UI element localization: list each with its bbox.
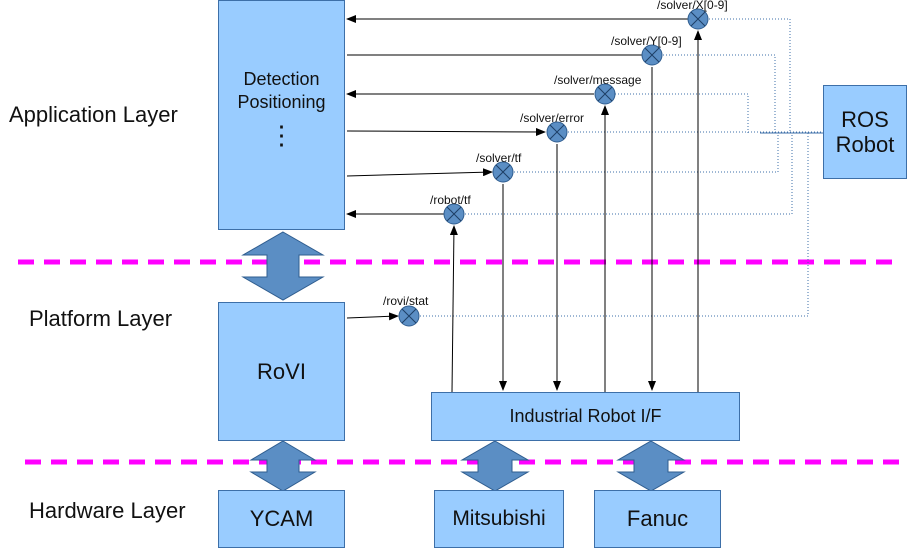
mitsubishi-box: Mitsubishi bbox=[434, 490, 564, 548]
mitsubishi-label: Mitsubishi bbox=[452, 507, 546, 530]
node-solver-x bbox=[687, 8, 709, 30]
rovi-box: RoVI bbox=[218, 302, 345, 441]
fanuc-label: Fanuc bbox=[626, 506, 689, 531]
topic-solver-message-label: /solver/message bbox=[554, 73, 642, 87]
node-solver-tf bbox=[492, 161, 514, 183]
node-solver-message bbox=[594, 83, 616, 105]
arrow-rovi-ycam bbox=[249, 440, 317, 492]
robot-label: Robot bbox=[835, 132, 895, 157]
hardware-layer-label: Hardware Layer bbox=[29, 498, 186, 523]
ros-label: ROS bbox=[841, 107, 889, 132]
positioning-label: Positioning bbox=[237, 92, 326, 112]
topic-robot-tf-label: /robot/tf bbox=[430, 193, 471, 207]
arrow-if-fanuc bbox=[616, 440, 686, 492]
block-arrows bbox=[241, 231, 686, 492]
topic-nodes bbox=[398, 8, 709, 327]
topic-solver-x-label: /solver/X[0-9] bbox=[657, 0, 728, 12]
ycam-box: YCAM bbox=[218, 490, 345, 548]
topic-solver-error-label: /solver/error bbox=[520, 111, 585, 125]
detection-label: Detection bbox=[243, 69, 320, 89]
ros-robot-box: ROS Robot bbox=[823, 85, 907, 179]
topic-solver-y-label: /solver/Y[0-9] bbox=[611, 34, 682, 48]
node-solver-y bbox=[641, 44, 663, 66]
node-rovi-stat bbox=[398, 305, 420, 327]
node-solver-error bbox=[546, 121, 568, 143]
arrow-if-mitsubishi bbox=[460, 440, 530, 492]
node-robot-tf bbox=[443, 203, 465, 225]
industrial-robot-if-box: Industrial Robot I/F bbox=[431, 392, 740, 441]
ellipsis-dots: ⋮ bbox=[268, 120, 295, 150]
rovi-label: RoVI bbox=[257, 358, 306, 384]
arrow-detection-rovi bbox=[241, 231, 325, 301]
platform-layer-label: Platform Layer bbox=[29, 306, 173, 331]
industrial-robot-if-label: Industrial Robot I/F bbox=[509, 406, 662, 426]
application-layer-label: Application Layer bbox=[9, 102, 178, 127]
topic-rovi-stat-label: /rovi/stat bbox=[383, 294, 429, 308]
ycam-label: YCAM bbox=[249, 506, 314, 531]
topic-arrows bbox=[346, 15, 702, 393]
topic-solver-tf-label: /solver/tf bbox=[476, 151, 522, 165]
detection-box: Detection Positioning ⋮ bbox=[218, 0, 345, 230]
ros-dotted-links bbox=[420, 18, 823, 317]
fanuc-box: Fanuc bbox=[594, 490, 721, 548]
